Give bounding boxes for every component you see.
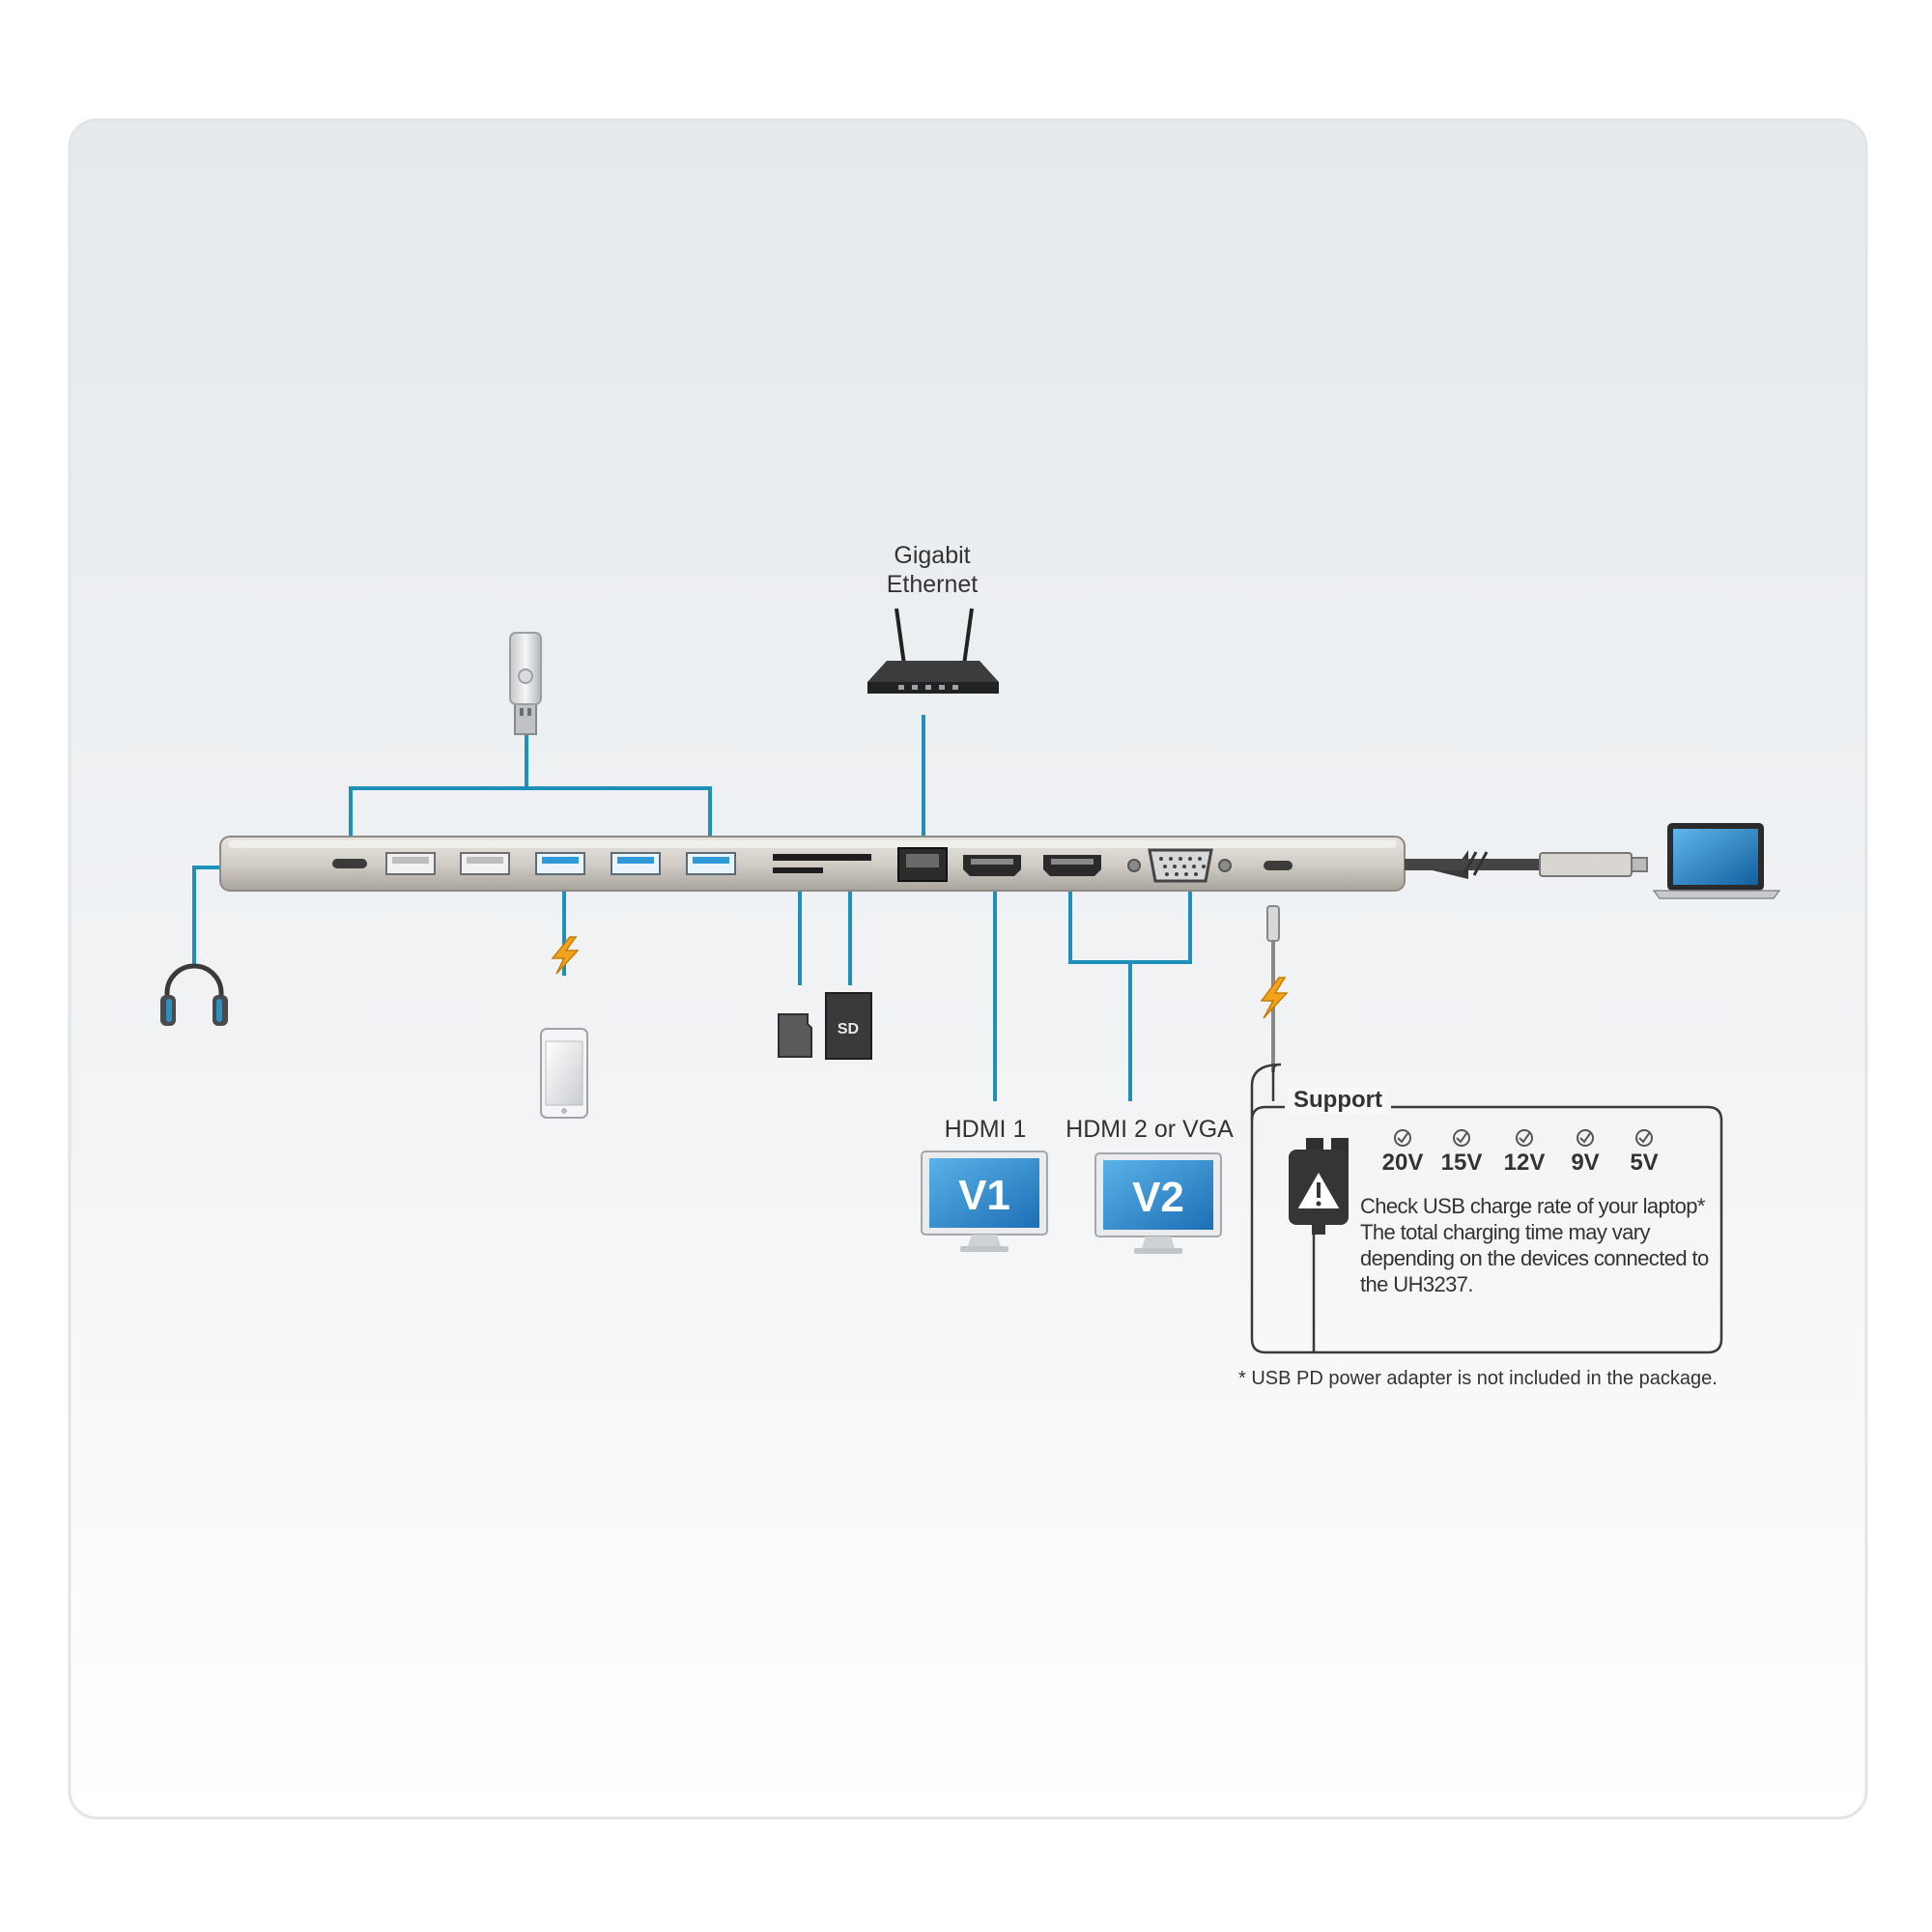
phone-charge-lightning-icon — [551, 936, 580, 975]
monitor-v1-icon: V1 — [921, 1151, 1048, 1252]
dock-body — [219, 836, 1406, 892]
voltage-9v: 9V — [1571, 1150, 1600, 1176]
check-icon — [1635, 1129, 1653, 1147]
voltage-12v: 12V — [1503, 1150, 1546, 1176]
host-cable — [1405, 850, 1648, 879]
power-cable — [1266, 905, 1280, 1072]
smartphone-icon — [540, 1028, 588, 1119]
voltage-15v: 15V — [1440, 1150, 1483, 1176]
background-panel — [68, 118, 1868, 1820]
gigabit-ethernet-label: Gigabit Ethernet — [831, 541, 1034, 599]
gigabit-label-line1: Gigabit — [894, 542, 971, 569]
dock-ports — [332, 847, 1293, 883]
headphones-icon — [160, 963, 228, 1026]
monitor-v1-label: V1 — [958, 1172, 1010, 1219]
hdmi-port-1 — [963, 855, 1021, 876]
check-icon — [1577, 1129, 1594, 1147]
power-adapter-icon — [1289, 1138, 1349, 1235]
router-icon — [867, 608, 999, 694]
sd-card-text: SD — [838, 1021, 859, 1037]
laptop-icon — [1652, 823, 1781, 899]
monitor-v2-icon: V2 — [1094, 1152, 1222, 1254]
hdmi1-label: HDMI 1 — [944, 1116, 1027, 1143]
usb-c-port-front — [332, 859, 367, 868]
monitor-v2-label: V2 — [1132, 1174, 1184, 1221]
support-note-line1: Check USB charge rate of your laptop* — [1360, 1194, 1706, 1218]
voltage-5v: 5V — [1630, 1150, 1659, 1176]
microsd-card-icon — [778, 1013, 812, 1058]
check-icon — [1453, 1129, 1470, 1147]
check-icon — [1394, 1129, 1411, 1147]
check-icon — [1516, 1129, 1533, 1147]
support-note-line2: The total charging time may vary dependi… — [1360, 1220, 1709, 1296]
sd-slot — [773, 854, 871, 861]
hdmi-port-2 — [1043, 855, 1101, 876]
usb-flash-drive-icon — [509, 632, 542, 735]
hdmi2-vga-label: HDMI 2 or VGA — [1065, 1116, 1234, 1143]
usb-drive-connector-line — [349, 732, 712, 858]
footnote: * USB PD power adapter is not included i… — [1238, 1368, 1718, 1389]
support-box — [1250, 1063, 1723, 1354]
hdmi2-vga-connector-line — [1068, 877, 1192, 1101]
support-title: Support — [1288, 1087, 1388, 1114]
voltage-20v: 20V — [1381, 1150, 1424, 1176]
microsd-slot — [773, 867, 823, 873]
support-note: Check USB charge rate of your laptop* Th… — [1360, 1193, 1727, 1297]
usb-c-power-port — [1264, 861, 1293, 870]
power-charge-lightning-icon — [1260, 977, 1289, 1019]
voltage-check-icons — [1394, 1129, 1653, 1147]
headphone-connector-line — [192, 866, 220, 964]
sd-card-icon: SD — [825, 992, 872, 1060]
gigabit-label-line2: Ethernet — [886, 571, 979, 598]
